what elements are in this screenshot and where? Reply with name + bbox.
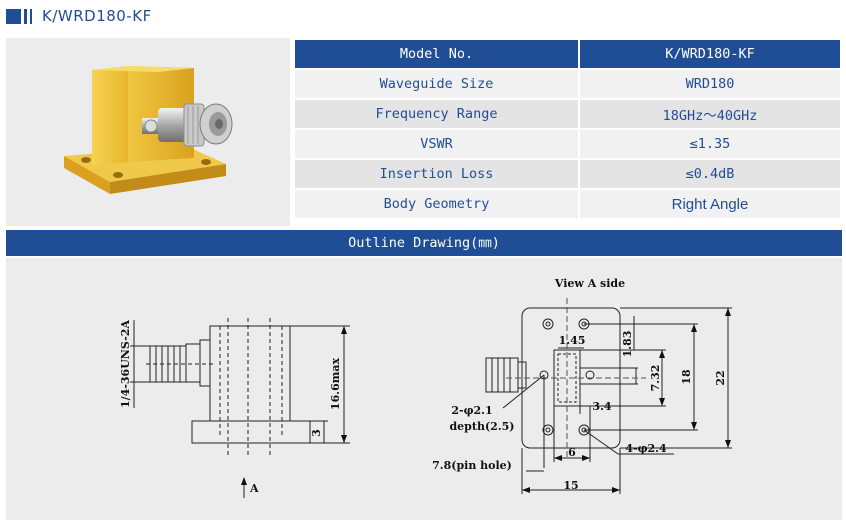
dimension-drawing: 1/4-36UNS-2A 16.6max 3 A View A side 1.4…	[119, 277, 732, 498]
thread-label: 1/4-36UNS-2A	[119, 320, 132, 408]
spec-label: Frequency Range	[295, 100, 578, 128]
height-label: 16.6max	[329, 358, 342, 411]
spec-row-body-geometry: Body Geometry Right Angle	[295, 190, 840, 218]
spec-row-insertion-loss: Insertion Loss ≤0.4dB	[295, 160, 840, 188]
header-logo-block	[6, 8, 21, 24]
dim-3-4: 3.4	[592, 400, 611, 413]
dim-18: 18	[680, 369, 693, 385]
dim-1-45: 1.45	[559, 334, 586, 347]
spec-row-frequency: Frequency Range 18GHz～40GHz	[295, 100, 840, 128]
view-a-title: View A side	[554, 277, 625, 290]
adapter-illustration	[64, 66, 233, 194]
dim-1-83: 1.83	[621, 331, 634, 358]
spec-value: 18GHz～40GHz	[580, 100, 840, 128]
pin-hole-label: 7.8(pin hole)	[432, 459, 512, 472]
spec-value: ≤1.35	[580, 130, 840, 158]
spec-label: Model No.	[295, 40, 578, 68]
page-header: K/WRD180-KF	[6, 6, 152, 26]
spec-value: WRD180	[580, 70, 840, 98]
spec-value: ≤0.4dB	[580, 160, 840, 188]
big-hole-label: 4-φ2.4	[625, 442, 667, 455]
header-logo-bar-thin	[30, 8, 32, 24]
dim-7-32: 7.32	[649, 365, 662, 392]
spec-row-model: Model No. K/WRD180-KF	[295, 40, 840, 68]
outline-drawing: 1/4-36UNS-2A 16.6max 3 A View A side 1.4…	[6, 258, 842, 520]
product-image	[6, 38, 290, 226]
small-hole-label: 2-φ2.1	[451, 404, 492, 417]
dim-6: 6	[568, 446, 576, 459]
flange-thickness-label: 3	[310, 429, 323, 437]
spec-row-waveguide: Waveguide Size WRD180	[295, 70, 840, 98]
spec-value: K/WRD180-KF	[580, 40, 840, 68]
spec-label: Body Geometry	[295, 190, 578, 218]
hole-depth-label: depth(2.5)	[449, 420, 514, 433]
page-title: K/WRD180-KF	[42, 7, 152, 25]
spec-value: Right Angle	[580, 190, 840, 218]
dim-15: 15	[563, 479, 578, 492]
spec-table: Model No. K/WRD180-KF Waveguide Size WRD…	[293, 38, 842, 220]
view-arrow-label: A	[249, 482, 259, 495]
spec-row-vswr: VSWR ≤1.35	[295, 130, 840, 158]
outline-drawing-header: Outline Drawing(㎜)	[6, 230, 842, 256]
spec-label: Waveguide Size	[295, 70, 578, 98]
spec-label: Insertion Loss	[295, 160, 578, 188]
spec-label: VSWR	[295, 130, 578, 158]
header-logo-bar	[24, 8, 27, 24]
dim-22: 22	[714, 370, 727, 385]
